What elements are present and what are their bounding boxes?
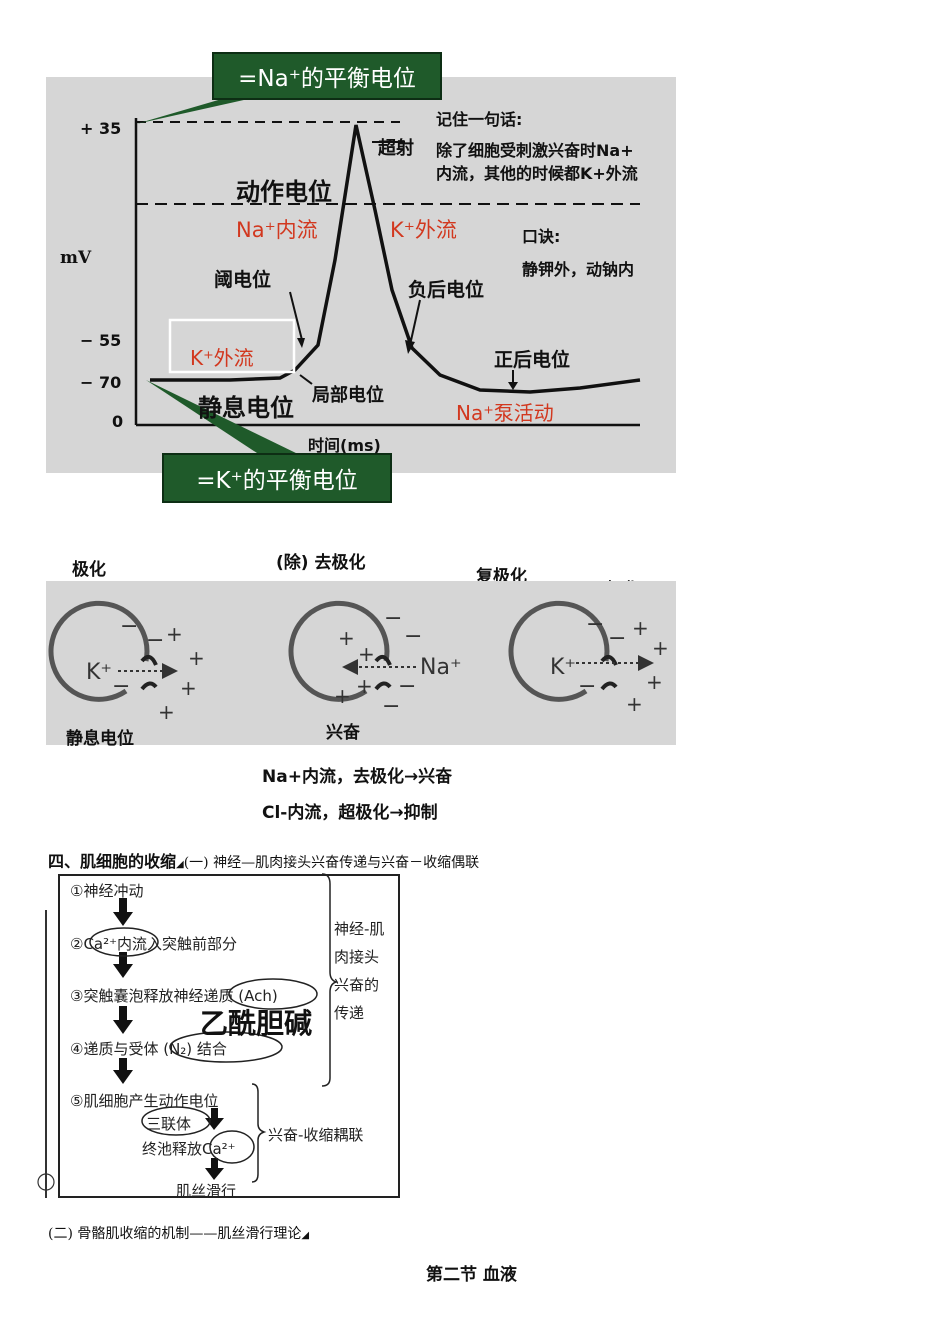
svg-text:+: + <box>166 622 183 646</box>
svg-text:−: − <box>608 626 626 651</box>
svg-text:−: − <box>146 628 164 653</box>
svg-text:+: + <box>646 670 663 694</box>
flow-step-1: ①神经冲动 <box>70 882 144 900</box>
svg-text:−: − <box>586 612 604 637</box>
brace1-line2: 肉接头 <box>334 948 380 966</box>
flow-slide: 肌丝滑行 <box>176 1182 237 1200</box>
svg-text:+: + <box>334 684 351 708</box>
ytick-0: 0 <box>112 412 124 431</box>
anchor-icon: ◢ <box>176 859 184 870</box>
threshold-label: 阈电位 <box>214 269 272 291</box>
resting-potential-label: 静息电位 <box>198 394 294 422</box>
k-equilibrium-label: =K⁺的平衡电位 <box>162 453 392 503</box>
flow-step-2: ②Ca²⁺内流入突触前部分 <box>70 935 238 953</box>
cell2-ion: Na⁺ <box>420 655 462 680</box>
na-influx-label: Na⁺内流 <box>236 218 318 242</box>
remember-line2: 内流，其他的时候都K+外流 <box>436 164 638 183</box>
negative-after-label: 负后电位 <box>408 279 485 301</box>
section-title: 第二节 血液 <box>426 1265 517 1285</box>
svg-text:+: + <box>652 636 669 660</box>
section4-heading: 四、肌细胞的收缩◢(一) 神经—肌肉接头兴奋传递与兴奋－收缩偶联 <box>48 848 479 872</box>
cell3-ion: K⁺ <box>550 655 577 680</box>
label-depolarization: (除) 去极化 <box>276 553 366 573</box>
brace1-line1: 神经-肌 <box>334 920 385 938</box>
label-polarization-1: 极化 <box>72 560 106 580</box>
section4-subtitle: (一) 神经—肌肉接头兴奋传递与兴奋－收缩偶联 <box>183 855 480 871</box>
polarization-cells: − − − + + + + + + + + − − − − − − − + + … <box>48 600 669 724</box>
svg-text:+: + <box>338 626 355 650</box>
y-axis-label: mV <box>60 248 92 268</box>
flow-step-3: ③突触囊泡释放神经递质 (Ach) <box>70 987 278 1005</box>
positive-after-label: 正后电位 <box>494 349 571 371</box>
na-equilibrium-label: =Na⁺的平衡电位 <box>212 52 442 100</box>
svg-text:−: − <box>120 614 138 639</box>
potential-curve <box>150 124 641 394</box>
svg-text:+: + <box>188 646 205 670</box>
svg-text:+: + <box>356 674 373 698</box>
action-potential-label: 动作电位 <box>236 178 332 206</box>
brace1-line3: 兴奋的 <box>334 976 380 994</box>
k-efflux-label: K⁺外流 <box>390 218 457 242</box>
note-hyperpolarization: Cl-内流，超极化→抑制 <box>262 803 438 823</box>
remember-line1: 除了细胞受刺激兴奋时Na+ <box>436 141 634 160</box>
k-efflux-box <box>168 318 296 374</box>
flow-release: 终池释放Ca²⁺ <box>142 1140 236 1158</box>
flow-step-5: ⑤肌细胞产生动作电位 <box>70 1092 219 1110</box>
k-efflux-box-label: K⁺外流 <box>190 346 254 370</box>
local-potential-label: 局部电位 <box>312 385 384 406</box>
cell2-caption: 兴奋 <box>326 723 360 743</box>
flow-left-edge <box>45 910 47 1198</box>
ach-note: 乙酰胆碱 <box>200 1007 313 1040</box>
brace2-label: 兴奋-收缩耦联 <box>268 1126 364 1144</box>
note-depolarization: Na+内流，去极化→兴奋 <box>262 767 453 787</box>
subsection2-heading: (二) 骨骼肌收缩的机制——肌丝滑行理论◢ <box>48 1223 309 1243</box>
overshoot-label: 超射 <box>378 138 414 159</box>
svg-text:+: + <box>632 616 649 640</box>
flow-triad: 三联体 <box>146 1115 192 1133</box>
action-potential-graph <box>134 96 641 455</box>
svg-text:−: − <box>398 674 416 699</box>
brace1-line4: 传递 <box>334 1004 365 1022</box>
mnemonic-text: 静钾外，动钠内 <box>522 260 635 279</box>
section4-title: 四、肌细胞的收缩 <box>48 852 177 871</box>
svg-text:+: + <box>358 642 375 666</box>
subsection2-title: (二) 骨骼肌收缩的机制——肌丝滑行理论 <box>48 1226 302 1242</box>
svg-text:+: + <box>158 700 175 724</box>
cell1-ion: K⁺ <box>86 660 113 685</box>
svg-text:−: − <box>384 606 402 631</box>
svg-text:−: − <box>404 624 422 649</box>
flow-box <box>58 874 400 1198</box>
svg-text:−: − <box>578 674 596 699</box>
cell1-caption: 静息电位 <box>66 729 134 749</box>
ytick-35: + 35 <box>80 119 122 138</box>
flow-arrows <box>37 873 339 1191</box>
ytick-55: − 55 <box>80 331 122 350</box>
svg-text:+: + <box>180 676 197 700</box>
ytick-70: − 70 <box>80 373 122 392</box>
x-axis-label: 时间(ms) <box>308 436 381 455</box>
anchor-icon: ◢ <box>301 1230 310 1241</box>
repolarized-cell: − − − + + + + <box>508 600 669 716</box>
pump-label: Na⁺泵活动 <box>456 401 554 425</box>
excited-cell: + + + + − − − − <box>288 600 422 719</box>
remember-title: 记住一句话: <box>436 110 523 129</box>
resting-cell: − − − + + + + <box>48 600 205 724</box>
svg-text:−: − <box>382 694 400 719</box>
flow-step-4: ④递质与受体 (N₂) 结合 <box>70 1040 227 1058</box>
mnemonic-title: 口诀: <box>522 227 561 246</box>
svg-text:−: − <box>112 674 130 699</box>
svg-text:+: + <box>626 692 643 716</box>
